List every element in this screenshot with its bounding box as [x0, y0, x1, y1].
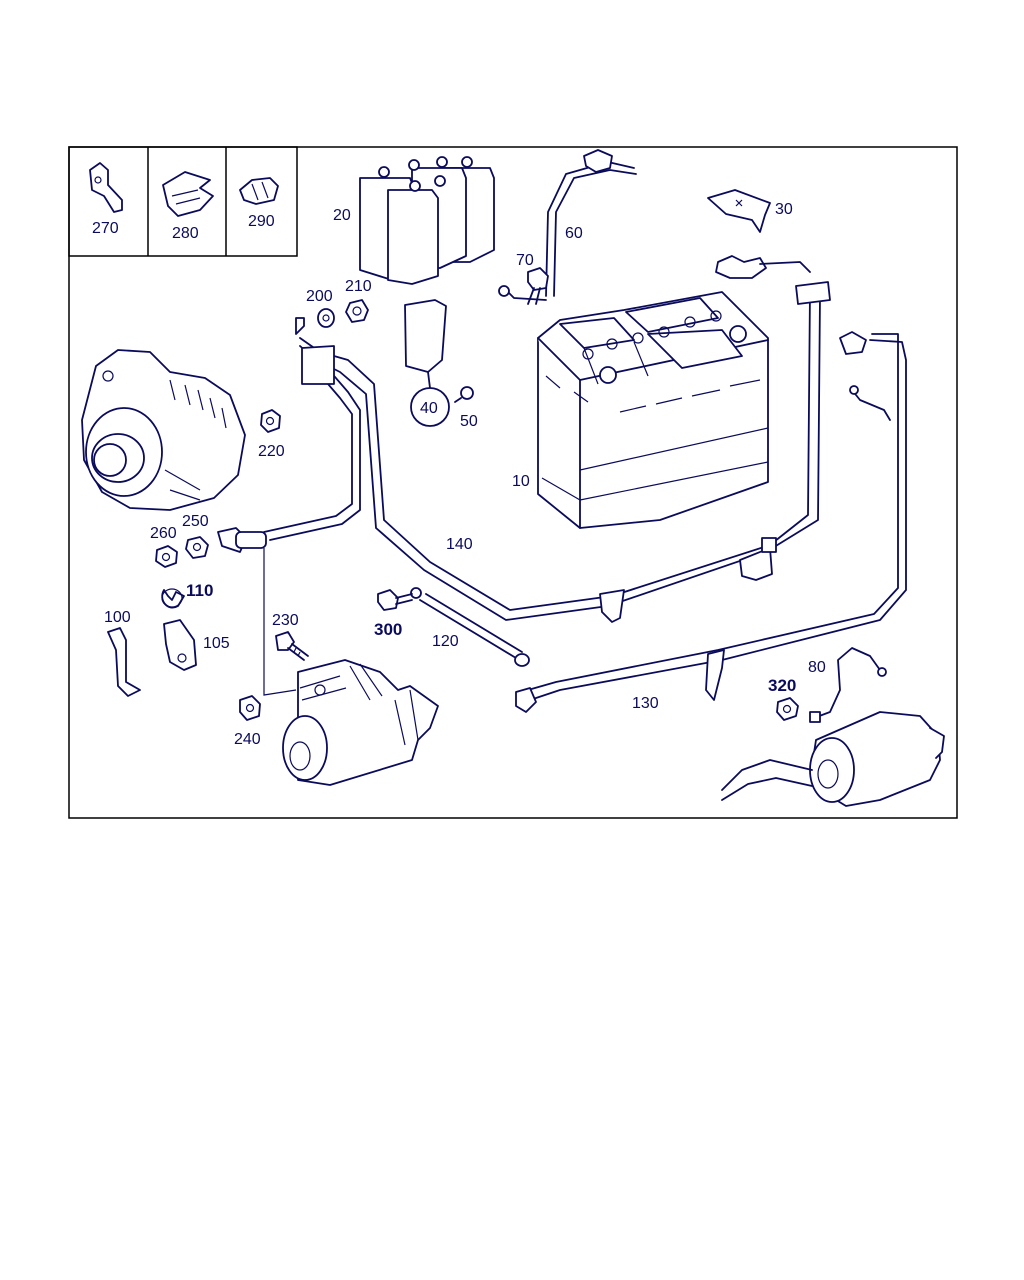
label-240: 240	[234, 731, 261, 748]
cable-120-icon	[410, 587, 530, 667]
label-120: 120	[432, 633, 459, 650]
label-210: 210	[345, 278, 372, 295]
bracket-105-icon	[163, 619, 197, 671]
label-260: 260	[150, 525, 177, 542]
cable-140-icon	[217, 281, 831, 623]
bolt-300-icon	[377, 589, 413, 611]
starter-motor-icon	[282, 659, 439, 786]
label-300: 300	[374, 620, 402, 639]
nut-240-icon	[239, 695, 261, 721]
battery-10-icon	[537, 291, 769, 529]
label-230: 230	[272, 612, 299, 629]
terminal-clamp-icon	[715, 255, 811, 279]
bracket-100-icon	[107, 627, 141, 697]
bracket-270-icon	[89, 162, 123, 213]
label-320: 320	[768, 676, 796, 695]
nut-210-icon	[345, 299, 369, 323]
ground-strap-80-icon	[809, 647, 887, 723]
label-100: 100	[104, 609, 131, 626]
label-10: 10	[512, 473, 530, 490]
label-60: 60	[565, 225, 583, 242]
nut-220-icon	[260, 409, 281, 433]
cable-60-icon	[498, 149, 637, 301]
clamp-110-icon	[161, 588, 185, 609]
label-80: 80	[808, 659, 826, 676]
muffler-icon	[721, 711, 945, 807]
label-250: 250	[182, 513, 209, 530]
leader-line-starter	[263, 548, 297, 696]
label-290: 290	[248, 213, 275, 230]
clip-290-icon	[239, 177, 279, 205]
label-70: 70	[516, 252, 534, 269]
bolt-70-icon	[527, 267, 549, 305]
fuse-holder-40-icon	[404, 299, 450, 427]
screw-50-icon	[454, 386, 474, 403]
label-30: 30	[775, 201, 793, 218]
label-40: 40	[420, 400, 438, 417]
ground-cable-right-icon	[515, 331, 907, 713]
nut-320-icon	[776, 697, 799, 721]
label-280: 280	[172, 225, 199, 242]
bolt-230-icon	[275, 631, 309, 661]
label-20: 20	[333, 207, 351, 224]
label-140: 140	[446, 536, 473, 553]
alternator-icon	[81, 349, 246, 511]
diagram-frame	[68, 146, 958, 819]
label-270: 270	[92, 220, 119, 237]
label-110: 110	[186, 581, 213, 600]
label-130: 130	[632, 695, 659, 712]
cell-covers-20-icon	[359, 156, 495, 285]
inset-boxes	[68, 146, 298, 257]
label-200: 200	[306, 288, 333, 305]
label-220: 220	[258, 443, 285, 460]
washer-200-icon	[317, 308, 335, 328]
label-50: 50	[460, 413, 478, 430]
nut-260-icon	[155, 545, 178, 568]
terminal-cover-30-icon	[707, 189, 771, 233]
label-105: 105	[203, 635, 230, 652]
clip-280-icon	[162, 171, 214, 217]
nut-250-icon	[185, 536, 209, 559]
